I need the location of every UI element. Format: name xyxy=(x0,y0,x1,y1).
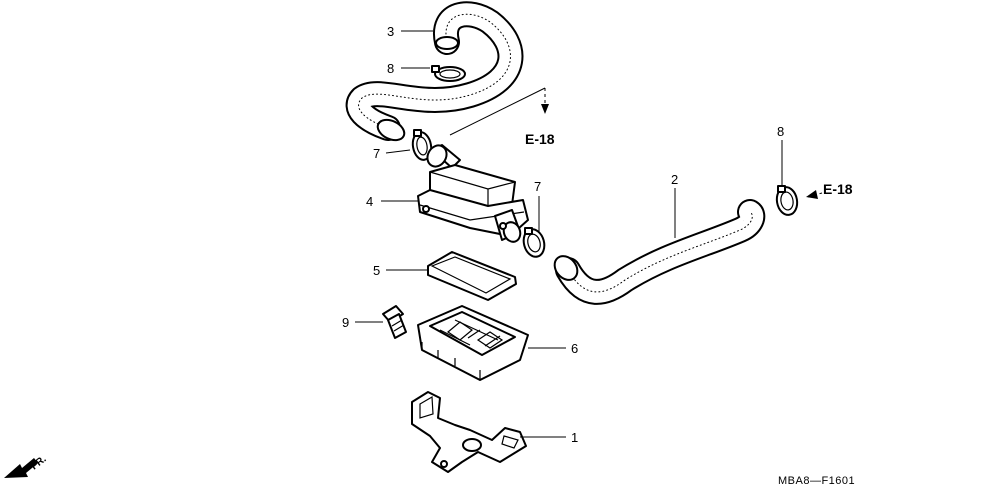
reference-e18-right: E-18 xyxy=(823,181,853,197)
front-label: FR. xyxy=(29,454,49,473)
callout-1: 1 xyxy=(571,430,578,445)
reference-e18-upper: E-18 xyxy=(525,131,555,147)
callout-4: 4 xyxy=(366,194,373,209)
case-part-6 xyxy=(417,305,529,381)
bracket-part-1 xyxy=(411,391,527,473)
callout-6: 6 xyxy=(571,341,578,356)
clamp-part-8-right xyxy=(775,185,799,216)
clamp-part-7-lower xyxy=(522,227,546,258)
callout-2: 2 xyxy=(671,172,678,187)
clamp-part-7-upper xyxy=(411,129,433,161)
callout-7-upper: 7 xyxy=(373,146,380,161)
front-arrow-icon xyxy=(4,458,38,478)
callout-8-right: 8 xyxy=(777,124,784,139)
front-indicator: FR. xyxy=(4,454,49,478)
clamp-part-8-upper xyxy=(431,65,466,82)
drawing-code: MBA8—F1601 xyxy=(778,475,855,487)
reed-part-5 xyxy=(427,251,517,301)
valve-part-4 xyxy=(417,144,529,243)
bolt-part-9 xyxy=(382,305,407,339)
callout-5: 5 xyxy=(373,263,380,278)
leader-lines xyxy=(355,30,783,438)
callout-7-lower: 7 xyxy=(534,179,541,194)
hose-part-2 xyxy=(553,199,766,305)
callout-9: 9 xyxy=(342,315,349,330)
callout-8-upper: 8 xyxy=(387,61,394,76)
callout-3: 3 xyxy=(387,24,394,39)
hose-part-3 xyxy=(345,1,524,142)
reference-arrows xyxy=(449,87,823,199)
